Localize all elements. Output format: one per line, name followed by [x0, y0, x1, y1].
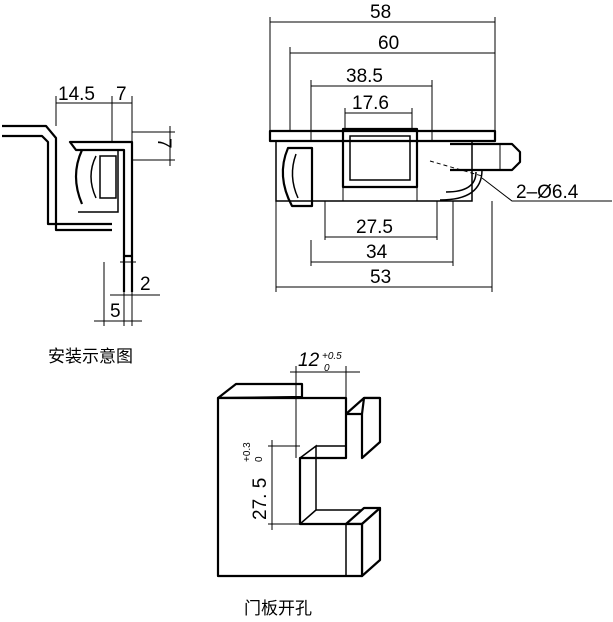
cutout-front-face: [216, 396, 364, 578]
front-left-cam-inner: [291, 153, 299, 199]
front-dim-17-6: 17.6: [352, 93, 389, 114]
side-dim-7-top: 7: [116, 84, 127, 105]
side-view: 14.5 7 7 2 5 安装示意图: [2, 84, 175, 367]
front-hole-leader: [481, 177, 612, 202]
side-dim-14-5: 14.5: [58, 84, 95, 105]
front-right-arc2: [439, 169, 483, 201]
door-cutout: 12 +0.5 0 27. 5 +0.3 0 门板开孔: [216, 350, 382, 619]
side-latch-tongue: [122, 256, 134, 292]
front-center-block: [341, 127, 419, 189]
side-door-panel-inner: [2, 134, 112, 226]
cutout-right-top-side: [360, 396, 382, 460]
front-dim-34: 34: [366, 242, 388, 263]
cutout-slot-inner: [299, 444, 317, 525]
side-latch-detail: [99, 155, 117, 199]
cutout-width-value: 12: [298, 350, 320, 371]
front-center-inner: [349, 135, 411, 181]
side-dim-5: 5: [110, 301, 121, 322]
cutout-height-value: 27. 5: [250, 478, 271, 520]
front-dim-38-5: 38.5: [346, 66, 383, 87]
cutout-height-tol-upper: +0.3: [242, 442, 253, 462]
side-view-caption: 安装示意图: [48, 347, 133, 367]
cutout-width-tol-lower: 0: [324, 363, 330, 374]
side-door-panel: [2, 124, 112, 232]
front-dim-27-5: 27.5: [356, 217, 393, 238]
cutout-width-tol-upper: +0.5: [322, 351, 342, 362]
side-dim-7-right: 7: [153, 138, 174, 149]
front-left-cam: [281, 146, 314, 208]
front-right-pin: [450, 142, 522, 172]
front-dim-53: 53: [370, 267, 391, 288]
cutout-slab-back: [216, 382, 304, 400]
front-right-arc: [445, 171, 477, 193]
front-body: [275, 140, 473, 202]
cutout-height-tol-lower: 0: [254, 456, 265, 462]
front-dim-60: 60: [378, 33, 399, 54]
side-latch-inner: [78, 149, 119, 213]
side-dim-2: 2: [140, 274, 151, 295]
side-latch-cam-2: [90, 155, 97, 199]
front-view: 58 60 38.5 17.6 27.5 34 53 2–Ø6.4: [268, 2, 612, 292]
side-latch-cam: [74, 149, 84, 205]
front-hole-callout: 2–Ø6.4: [516, 182, 579, 203]
cutout-caption: 门板开孔: [244, 599, 312, 619]
front-dim-58: 58: [370, 2, 391, 23]
front-dash: [429, 160, 483, 177]
